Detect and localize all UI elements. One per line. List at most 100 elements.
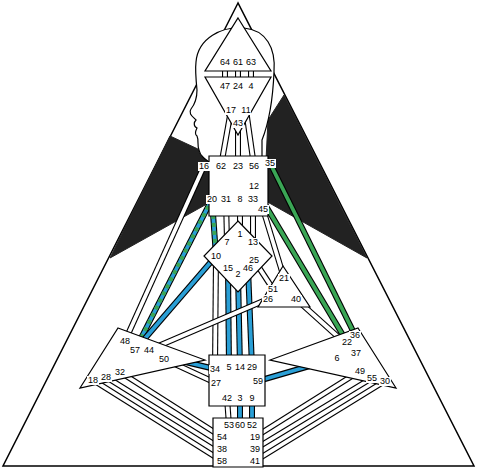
gate-number: 1 (237, 230, 243, 239)
gate-number: 54 (216, 433, 227, 442)
gate-number: 35 (264, 159, 275, 168)
channel (254, 186, 347, 342)
channel-fill (106, 377, 222, 449)
channel-outline (106, 377, 222, 449)
gate-number: 40 (290, 295, 301, 304)
channel-fill (149, 299, 268, 350)
gate-number: 7 (224, 238, 230, 247)
channel-fill (254, 186, 347, 342)
channel (106, 377, 222, 449)
gate-number: 62 (215, 162, 226, 171)
center-shape (213, 418, 263, 467)
outer-triangle (3, 3, 474, 466)
channel (270, 163, 355, 335)
gate-number: 2 (235, 270, 241, 279)
gate-number: 6 (334, 354, 340, 363)
gate-number: 30 (379, 377, 390, 386)
channel (93, 380, 222, 461)
gate-number: 55 (366, 374, 377, 383)
gate-number: 13 (247, 238, 258, 247)
center-outline (197, 69, 279, 143)
channel-outline (93, 380, 222, 461)
center-outline (205, 410, 271, 469)
gate-number: 16 (198, 162, 209, 171)
gate-number: 5 (226, 363, 232, 372)
channel-fill (248, 268, 252, 367)
gate-number: 51 (267, 285, 278, 294)
gate-number: 18 (87, 376, 98, 385)
channel-outline (248, 268, 252, 367)
channel-outline (255, 378, 372, 449)
gate-number: 28 (100, 373, 111, 382)
gate-number: 61 (232, 58, 243, 67)
gate-number: 56 (248, 162, 259, 171)
center-shape (270, 328, 396, 388)
gate-number: 59 (252, 377, 263, 386)
gate-number: 34 (209, 365, 220, 374)
center-shape (209, 355, 265, 406)
gate-number: 27 (210, 379, 221, 388)
ajna-center: 47244174311 (197, 69, 279, 143)
gate-number: 4 (248, 82, 254, 91)
gate-number: 3 (237, 394, 243, 403)
channel-fill (255, 378, 372, 449)
gate-number: 39 (249, 445, 260, 454)
gate-number: 53 (223, 421, 234, 430)
gate-number: 37 (350, 349, 361, 358)
heart-center: 21512640 (250, 258, 318, 315)
gate-number: 58 (216, 457, 227, 466)
center-outline (197, 10, 279, 79)
gate-number: 9 (249, 394, 255, 403)
channel-fill (255, 381, 385, 461)
gate-number: 49 (354, 367, 365, 376)
gate-number: 42 (221, 394, 232, 403)
solar-plexus-center: 3622376495530 (262, 320, 404, 396)
gate-number: 44 (143, 346, 154, 355)
gate-number: 31 (220, 195, 231, 204)
gate-number: 12 (248, 182, 259, 191)
root-center: 536052 54 19 38 39 58 41 (205, 410, 271, 469)
gate-number: 19 (249, 433, 260, 442)
gate-number: 8 (237, 195, 243, 204)
head-center: 646163 (197, 10, 279, 79)
gate-number: 15 (222, 264, 233, 273)
gate-number: 52 (246, 421, 257, 430)
channel-fill (215, 256, 216, 369)
gate-number: 20 (206, 195, 217, 204)
center-shape (209, 156, 268, 216)
sacral-center: 345142927594239 (201, 347, 273, 414)
gate-number: 63 (245, 58, 256, 67)
center-shape (258, 266, 310, 307)
center-shape (205, 77, 271, 135)
gate-number: 11 (241, 106, 251, 115)
channel (255, 381, 385, 461)
center-shape (205, 18, 271, 71)
gate-number: 32 (114, 368, 125, 377)
gate-number: 57 (129, 346, 140, 355)
gate-number: 64 (219, 58, 230, 67)
channel-outline (255, 381, 385, 461)
channel-outline (270, 163, 355, 335)
channel (248, 268, 252, 367)
channel-outline (149, 299, 268, 350)
channel (149, 299, 268, 350)
channel-fill (270, 163, 355, 335)
gate-number: 41 (249, 457, 260, 466)
channel-fill (93, 380, 222, 461)
gate-number: 38 (216, 445, 227, 454)
gate-number: 26 (262, 295, 273, 304)
channel (215, 256, 216, 369)
gate-number: 17 (225, 106, 236, 115)
gate-number: 46 (242, 264, 253, 273)
center-outline (250, 258, 318, 315)
gate-number: 48 (119, 337, 130, 346)
gate-number: 50 (158, 355, 169, 364)
channel (255, 378, 372, 449)
center-shape (204, 221, 272, 292)
gate-number: 43 (232, 119, 243, 128)
gate-number: 60 (234, 421, 245, 430)
gate-number: 22 (341, 338, 352, 347)
shoulder-shadow (110, 136, 214, 258)
center-shape (80, 328, 205, 388)
